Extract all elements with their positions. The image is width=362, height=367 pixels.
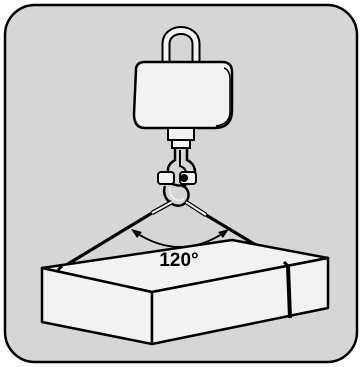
crane-scale-body bbox=[132, 60, 234, 130]
load-box bbox=[40, 238, 330, 346]
sling-left bbox=[57, 200, 174, 272]
scale-shackle-icon bbox=[161, 26, 201, 64]
angle-label: 120° bbox=[159, 250, 198, 271]
scale-neck bbox=[167, 127, 195, 149]
sling-wrap bbox=[56, 260, 292, 319]
